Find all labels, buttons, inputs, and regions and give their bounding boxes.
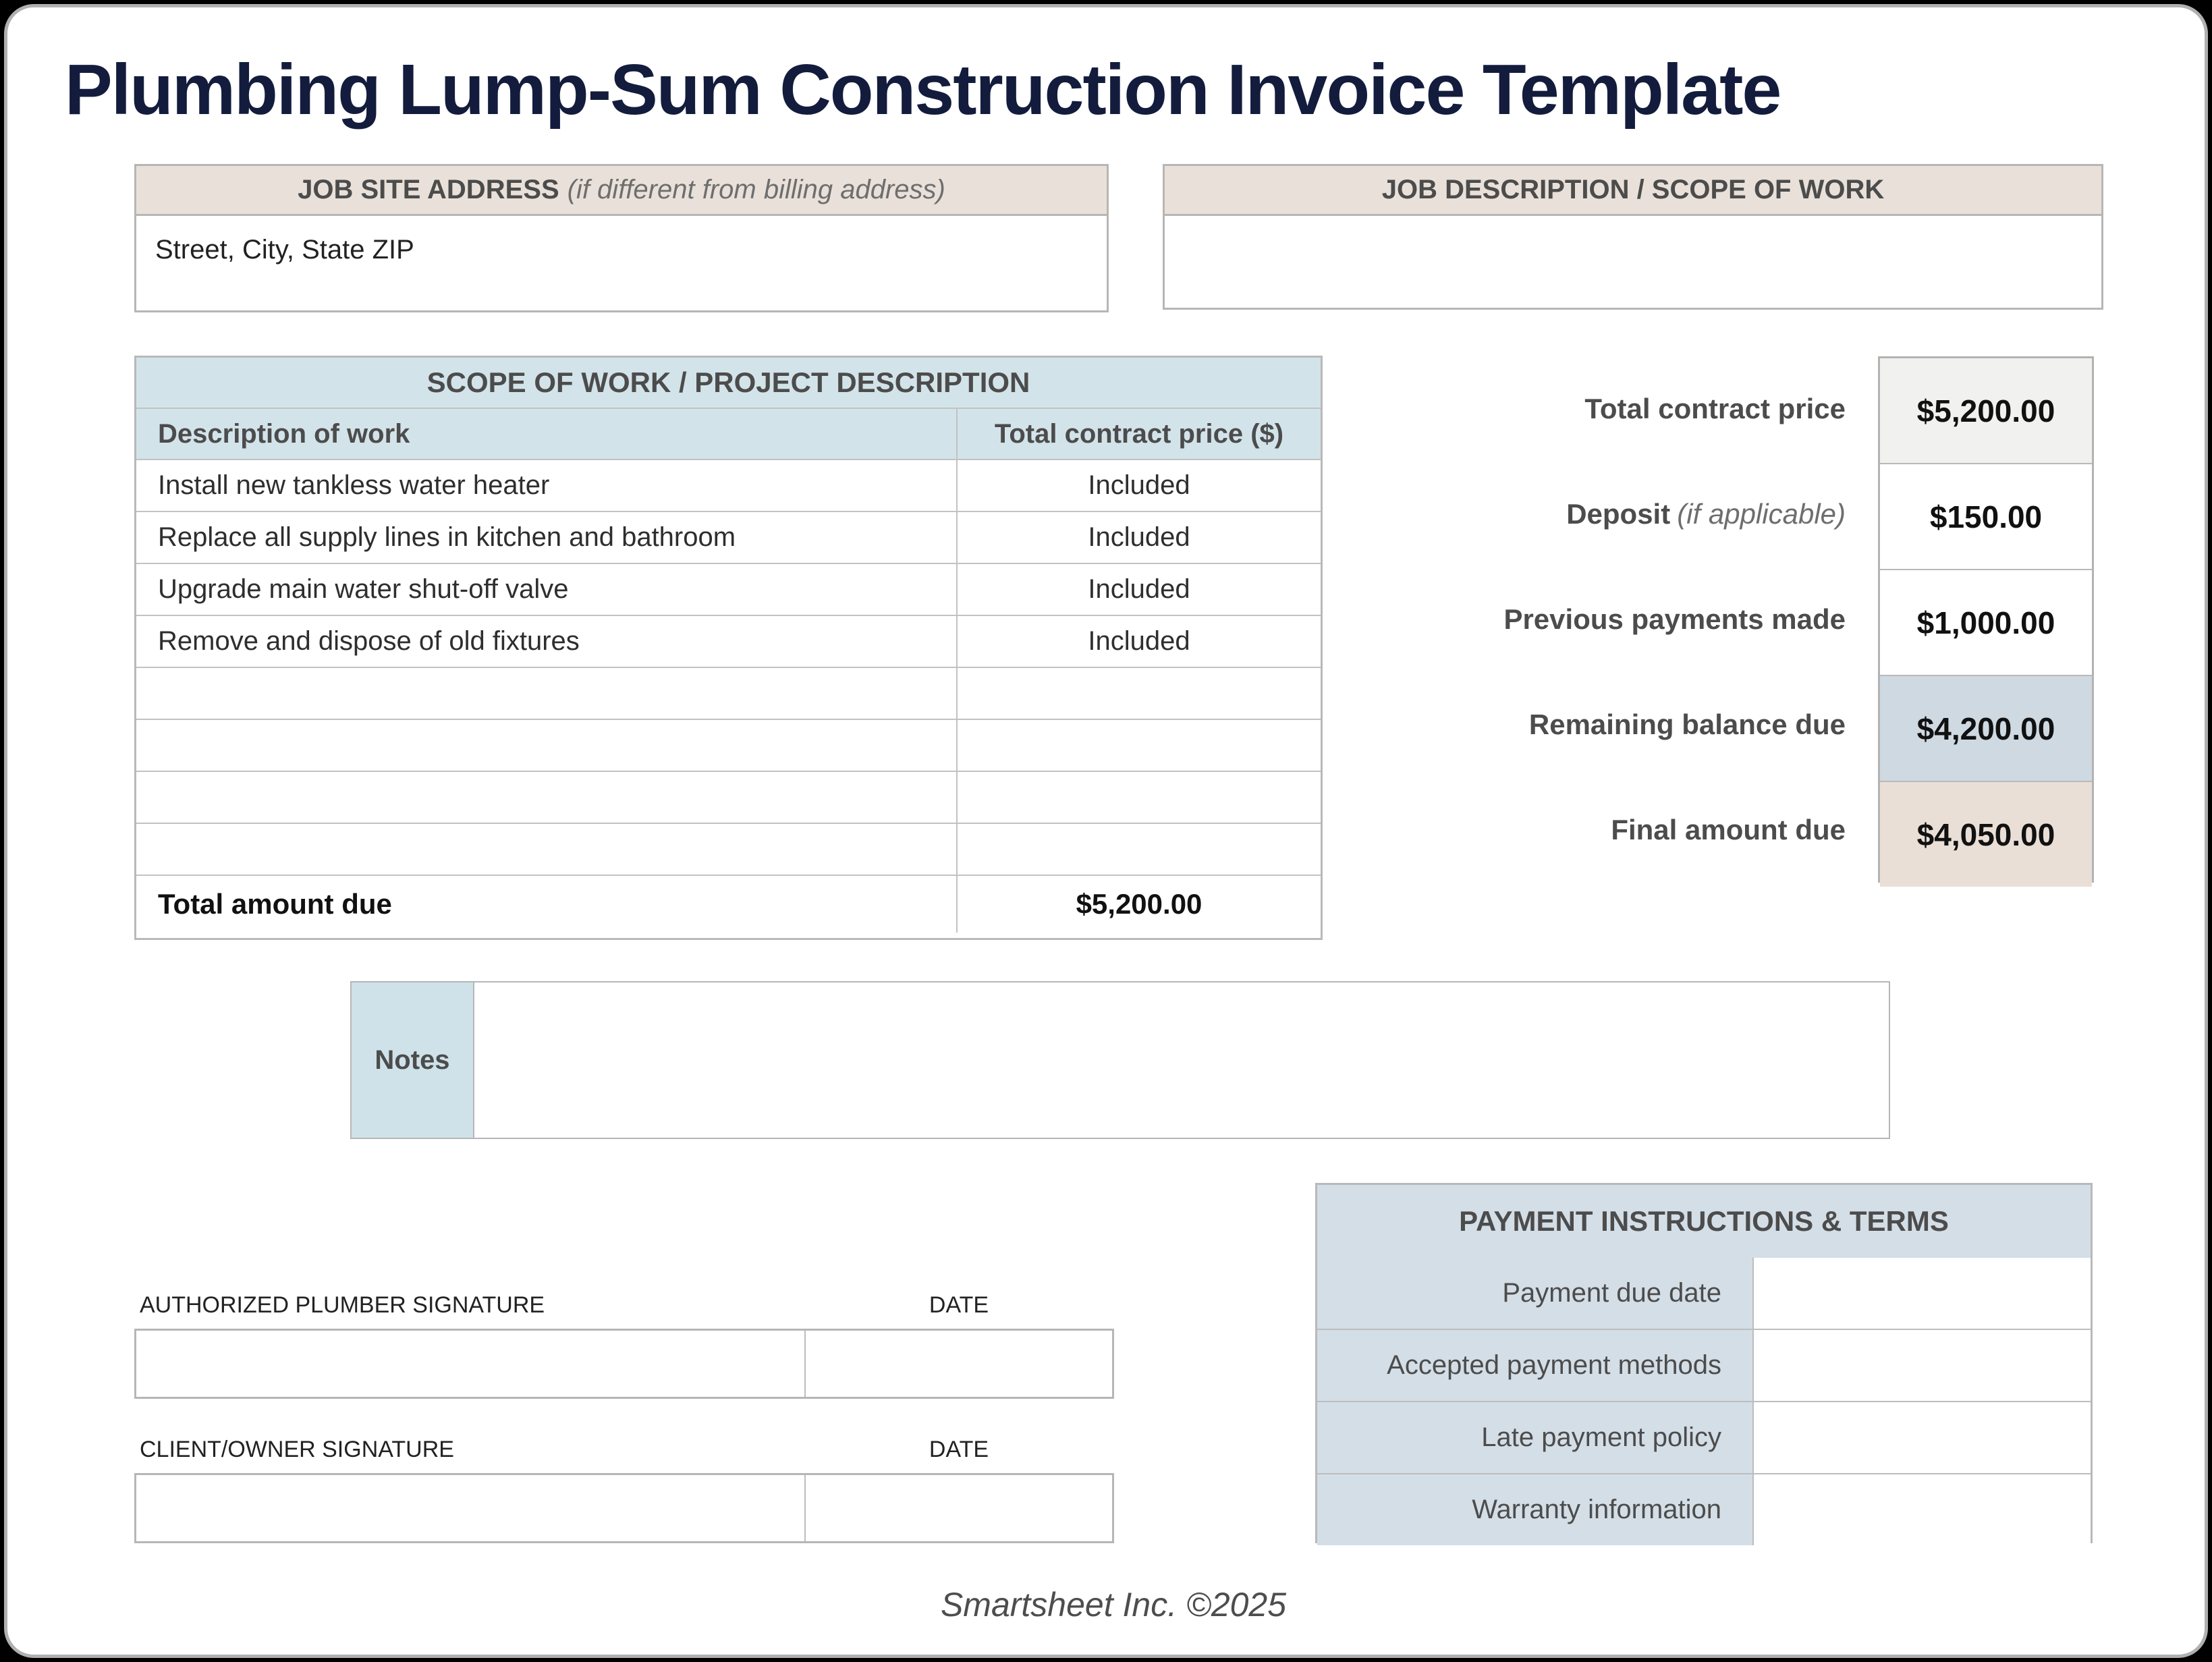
row-price[interactable] — [956, 824, 1321, 875]
table-row[interactable]: Install new tankless water heater Includ… — [136, 459, 1321, 511]
job-description-header: JOB DESCRIPTION / SCOPE OF WORK — [1163, 164, 2103, 216]
row-price[interactable] — [956, 772, 1321, 823]
plumber-signature-field[interactable] — [136, 1331, 804, 1397]
payment-terms-row: Warranty information — [1317, 1473, 2091, 1545]
table-row[interactable]: Upgrade main water shut-off valve Includ… — [136, 563, 1321, 615]
notes-label: Notes — [350, 981, 474, 1139]
client-signature-field[interactable] — [136, 1475, 804, 1541]
plumber-signature-label: AUTHORIZED PLUMBER SIGNATURE — [140, 1292, 545, 1318]
client-date-field[interactable] — [804, 1475, 1112, 1541]
job-site-address-value: Street, City, State ZIP — [155, 235, 414, 265]
table-row[interactable]: Replace all supply lines in kitchen and … — [136, 511, 1321, 563]
job-site-address-header-note: (if different from billing address) — [567, 175, 945, 204]
remaining-balance-label: Remaining balance due — [1528, 709, 1846, 740]
table-total-row: Total amount due $5,200.00 — [136, 875, 1321, 933]
plumber-date-field[interactable] — [804, 1331, 1112, 1397]
col-header-description: Description of work — [158, 418, 410, 449]
row-price[interactable] — [956, 720, 1321, 771]
row-description[interactable] — [136, 668, 956, 719]
row-description[interactable]: Install new tankless water heater — [158, 470, 550, 500]
table-row[interactable] — [136, 719, 1321, 771]
payment-due-date-field[interactable] — [1752, 1258, 2091, 1329]
warranty-information-label: Warranty information — [1317, 1474, 1752, 1545]
total-contract-price-label: Total contract price — [1584, 393, 1846, 424]
final-amount-label: Final amount due — [1611, 814, 1846, 846]
payment-terms-table: PAYMENT INSTRUCTIONS & TERMS Payment due… — [1315, 1183, 2093, 1545]
row-price[interactable]: Included — [956, 616, 1321, 667]
payment-due-date-label: Payment due date — [1317, 1258, 1752, 1329]
total-amount-due-label: Total amount due — [158, 888, 392, 920]
plumber-date-label: DATE — [929, 1292, 989, 1318]
total-amount-due-value: $5,200.00 — [956, 876, 1321, 933]
plumber-signature-row — [134, 1329, 1114, 1399]
row-description[interactable]: Remove and dispose of old fixtures — [158, 626, 580, 656]
previous-payments-value[interactable]: $1,000.00 — [1880, 569, 2092, 675]
job-site-address-header: JOB SITE ADDRESS (if different from bill… — [134, 164, 1109, 216]
warranty-information-field[interactable] — [1752, 1474, 2091, 1545]
summary-labels: Total contract price Deposit (if applica… — [1323, 356, 1846, 883]
deposit-label: Deposit (if applicable) — [1566, 498, 1846, 530]
job-description-field[interactable] — [1163, 216, 2103, 310]
invoice-page: Plumbing Lump-Sum Construction Invoice T… — [4, 4, 2208, 1658]
job-site-address-header-label: JOB SITE ADDRESS — [298, 175, 559, 204]
scope-table-column-header: Description of work Total contract price… — [136, 408, 1321, 459]
row-price[interactable] — [956, 668, 1321, 719]
row-description[interactable] — [136, 772, 956, 823]
job-description-value — [1165, 216, 2101, 235]
payment-terms-row: Late payment policy — [1317, 1401, 2091, 1473]
summary-values: $5,200.00 $150.00 $1,000.00 $4,200.00 $4… — [1878, 356, 2094, 887]
scope-table-title: SCOPE OF WORK / PROJECT DESCRIPTION — [136, 358, 1321, 408]
table-row[interactable]: Remove and dispose of old fixtures Inclu… — [136, 615, 1321, 667]
row-price[interactable]: Included — [956, 564, 1321, 615]
client-date-label: DATE — [929, 1437, 989, 1462]
row-description[interactable]: Upgrade main water shut-off valve — [158, 574, 569, 604]
accepted-payment-methods-label: Accepted payment methods — [1317, 1330, 1752, 1401]
client-signature-label: CLIENT/OWNER SIGNATURE — [140, 1437, 454, 1462]
row-price[interactable]: Included — [956, 512, 1321, 563]
client-signature-row — [134, 1473, 1114, 1543]
row-price[interactable]: Included — [956, 460, 1321, 511]
payment-terms-title: PAYMENT INSTRUCTIONS & TERMS — [1317, 1185, 2091, 1258]
row-description[interactable]: Replace all supply lines in kitchen and … — [158, 522, 736, 552]
row-description[interactable] — [136, 720, 956, 771]
job-site-address-field[interactable]: Street, City, State ZIP — [134, 216, 1109, 312]
deposit-label-note: (if applicable) — [1677, 498, 1846, 530]
payment-terms-row: Accepted payment methods — [1317, 1329, 2091, 1401]
remaining-balance-value[interactable]: $4,200.00 — [1880, 675, 2092, 781]
page-title: Plumbing Lump-Sum Construction Invoice T… — [65, 50, 1781, 130]
accepted-payment-methods-field[interactable] — [1752, 1330, 2091, 1401]
payment-terms-row: Payment due date — [1317, 1258, 2091, 1329]
row-description[interactable] — [136, 824, 956, 875]
job-description-header-label: JOB DESCRIPTION / SCOPE OF WORK — [1381, 175, 1885, 204]
col-header-price: Total contract price ($) — [956, 409, 1321, 459]
notes-field[interactable] — [473, 981, 1890, 1139]
deposit-value[interactable]: $150.00 — [1880, 463, 2092, 569]
late-payment-policy-label: Late payment policy — [1317, 1402, 1752, 1473]
total-contract-price-value[interactable]: $5,200.00 — [1880, 358, 2092, 463]
previous-payments-label: Previous payments made — [1503, 603, 1846, 635]
table-row[interactable] — [136, 771, 1321, 823]
final-amount-value[interactable]: $4,050.00 — [1880, 781, 2092, 887]
scope-of-work-table: SCOPE OF WORK / PROJECT DESCRIPTION Desc… — [134, 356, 1323, 940]
footer-copyright: Smartsheet Inc. ©2025 — [940, 1586, 1287, 1624]
table-row[interactable] — [136, 667, 1321, 719]
late-payment-policy-field[interactable] — [1752, 1402, 2091, 1473]
table-row[interactable] — [136, 823, 1321, 875]
